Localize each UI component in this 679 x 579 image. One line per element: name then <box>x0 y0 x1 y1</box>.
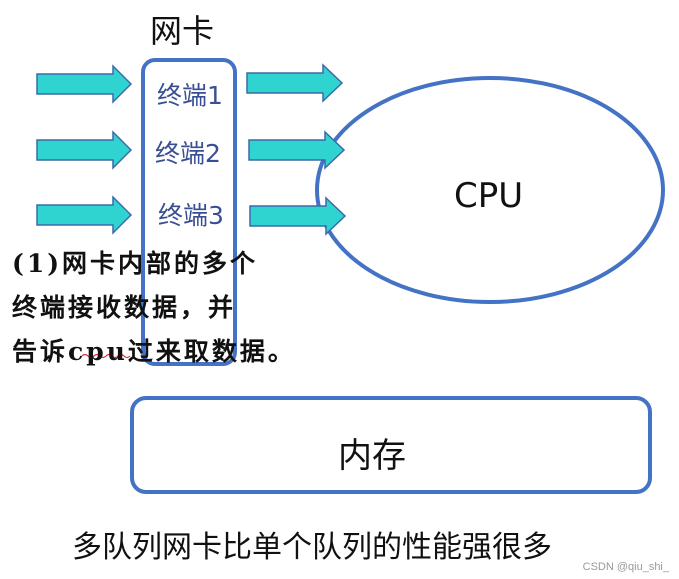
caption: 多队列网卡比单个队列的性能强很多 <box>72 530 552 565</box>
spellcheck-underline <box>81 353 131 359</box>
input-arrow-3 <box>36 195 133 235</box>
memory-label: 内存 <box>338 436 406 476</box>
terminal-1-label: 终端1 <box>157 81 223 110</box>
input-arrow-2 <box>36 130 133 170</box>
output-arrow-1 <box>246 63 344 103</box>
note-line-2: 终端接收数据，并 <box>12 293 237 322</box>
terminal-3-label: 终端3 <box>158 201 224 230</box>
nic-box <box>141 58 237 366</box>
note-line-3: 告诉cpu过来取数据。 <box>12 337 296 366</box>
explanation-note: (1)网卡内部的多个 终端接收数据，并 告诉cpu过来取数据。 <box>12 242 332 374</box>
cpu-label: CPU <box>454 176 524 216</box>
terminal-2-label: 终端2 <box>155 139 221 168</box>
cpu-ellipse <box>315 76 665 304</box>
memory-box <box>130 396 652 494</box>
nic-title: 网卡 <box>150 12 215 50</box>
note-line-1: (1)网卡内部的多个 <box>12 249 259 278</box>
input-arrow-1 <box>36 64 133 104</box>
output-arrow-3 <box>249 196 347 236</box>
watermark: CSDN @qiu_shi_ <box>582 561 669 573</box>
output-arrow-2 <box>248 130 346 170</box>
